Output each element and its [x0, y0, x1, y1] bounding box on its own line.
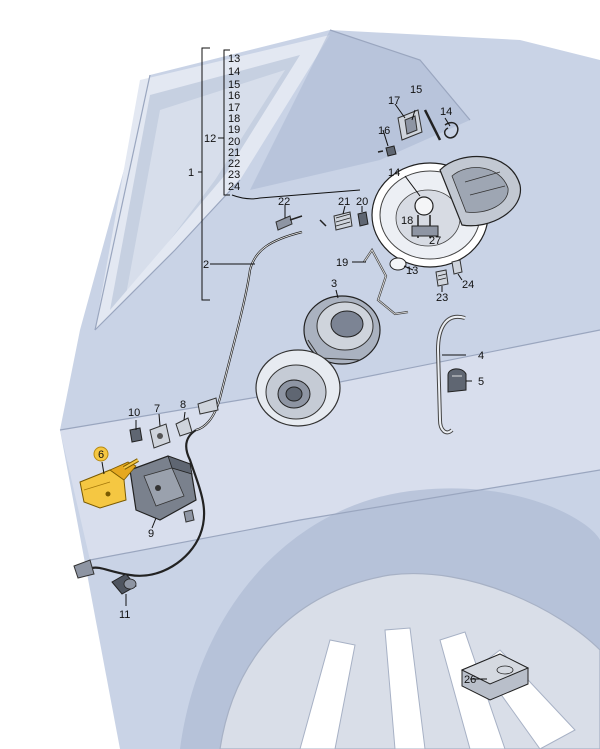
list-item: 22 [228, 158, 240, 170]
callout-7: 7 [154, 403, 160, 415]
list-item: 18 [228, 113, 240, 125]
list-item: 20 [228, 136, 240, 148]
filler-pocket [255, 349, 341, 427]
list-item: 19 [228, 124, 240, 136]
callout-27: 27 [429, 235, 441, 247]
list-item: 17 [228, 102, 240, 114]
list-item: 24 [228, 181, 240, 193]
callout-14-mid: 14 [388, 167, 400, 179]
small-parts-row [275, 211, 369, 231]
callout-18: 18 [401, 215, 413, 227]
group-bracket [198, 47, 361, 301]
list-item: 23 [228, 169, 240, 181]
group-12-list: 13 14 15 16 17 18 19 20 21 22 23 24 [228, 53, 240, 193]
drain-hose [435, 314, 467, 435]
callout-24: 24 [462, 279, 474, 291]
actuator-bracket [129, 455, 197, 523]
callout-13: 13 [406, 265, 418, 277]
connector-plug [111, 573, 137, 595]
callout-16: 16 [378, 125, 390, 137]
hinge-parts [377, 109, 459, 157]
callout-1: 1 [188, 167, 194, 179]
list-item: 15 [228, 79, 240, 91]
callout-10: 10 [128, 407, 140, 419]
actuator-motor-highlighted [79, 458, 139, 509]
callout-12: 12 [204, 133, 216, 145]
callout-14-top: 14 [440, 106, 452, 118]
callout-23: 23 [436, 292, 448, 304]
release-cable [73, 230, 303, 579]
callout-labels: 1 2 3 4 5 6 7 8 9 10 11 12 13 14 15 16 1… [93, 53, 484, 686]
filler-neck-ring [303, 295, 381, 365]
callout-20: 20 [356, 196, 368, 208]
list-item: 14 [228, 66, 240, 78]
callout-6: 6 [98, 449, 104, 461]
callout-19: 19 [336, 257, 348, 269]
callout-21: 21 [338, 196, 350, 208]
callout-26: 26 [464, 674, 476, 686]
bracket-parts [129, 423, 171, 449]
list-item: 21 [228, 147, 240, 159]
callout-17: 17 [388, 95, 400, 107]
callout-5: 5 [478, 376, 484, 388]
document-box [460, 653, 530, 701]
list-item: 16 [228, 90, 240, 102]
callout-15: 15 [410, 84, 422, 96]
rod-and-plugs [363, 247, 463, 316]
callout-11: 11 [119, 609, 130, 621]
callout-8: 8 [180, 399, 186, 411]
callout-22: 22 [278, 196, 290, 208]
callout-2: 2 [203, 259, 209, 271]
lock-insert [411, 196, 439, 238]
leader-lines [101, 103, 487, 680]
callout-9: 9 [148, 528, 154, 540]
wheel-spokes [299, 627, 576, 749]
callout-6-highlight-badge [93, 446, 109, 462]
list-item: 13 [228, 53, 240, 65]
callout-3: 3 [331, 278, 337, 290]
fuel-flap [439, 155, 521, 227]
callout-4: 4 [478, 350, 484, 362]
